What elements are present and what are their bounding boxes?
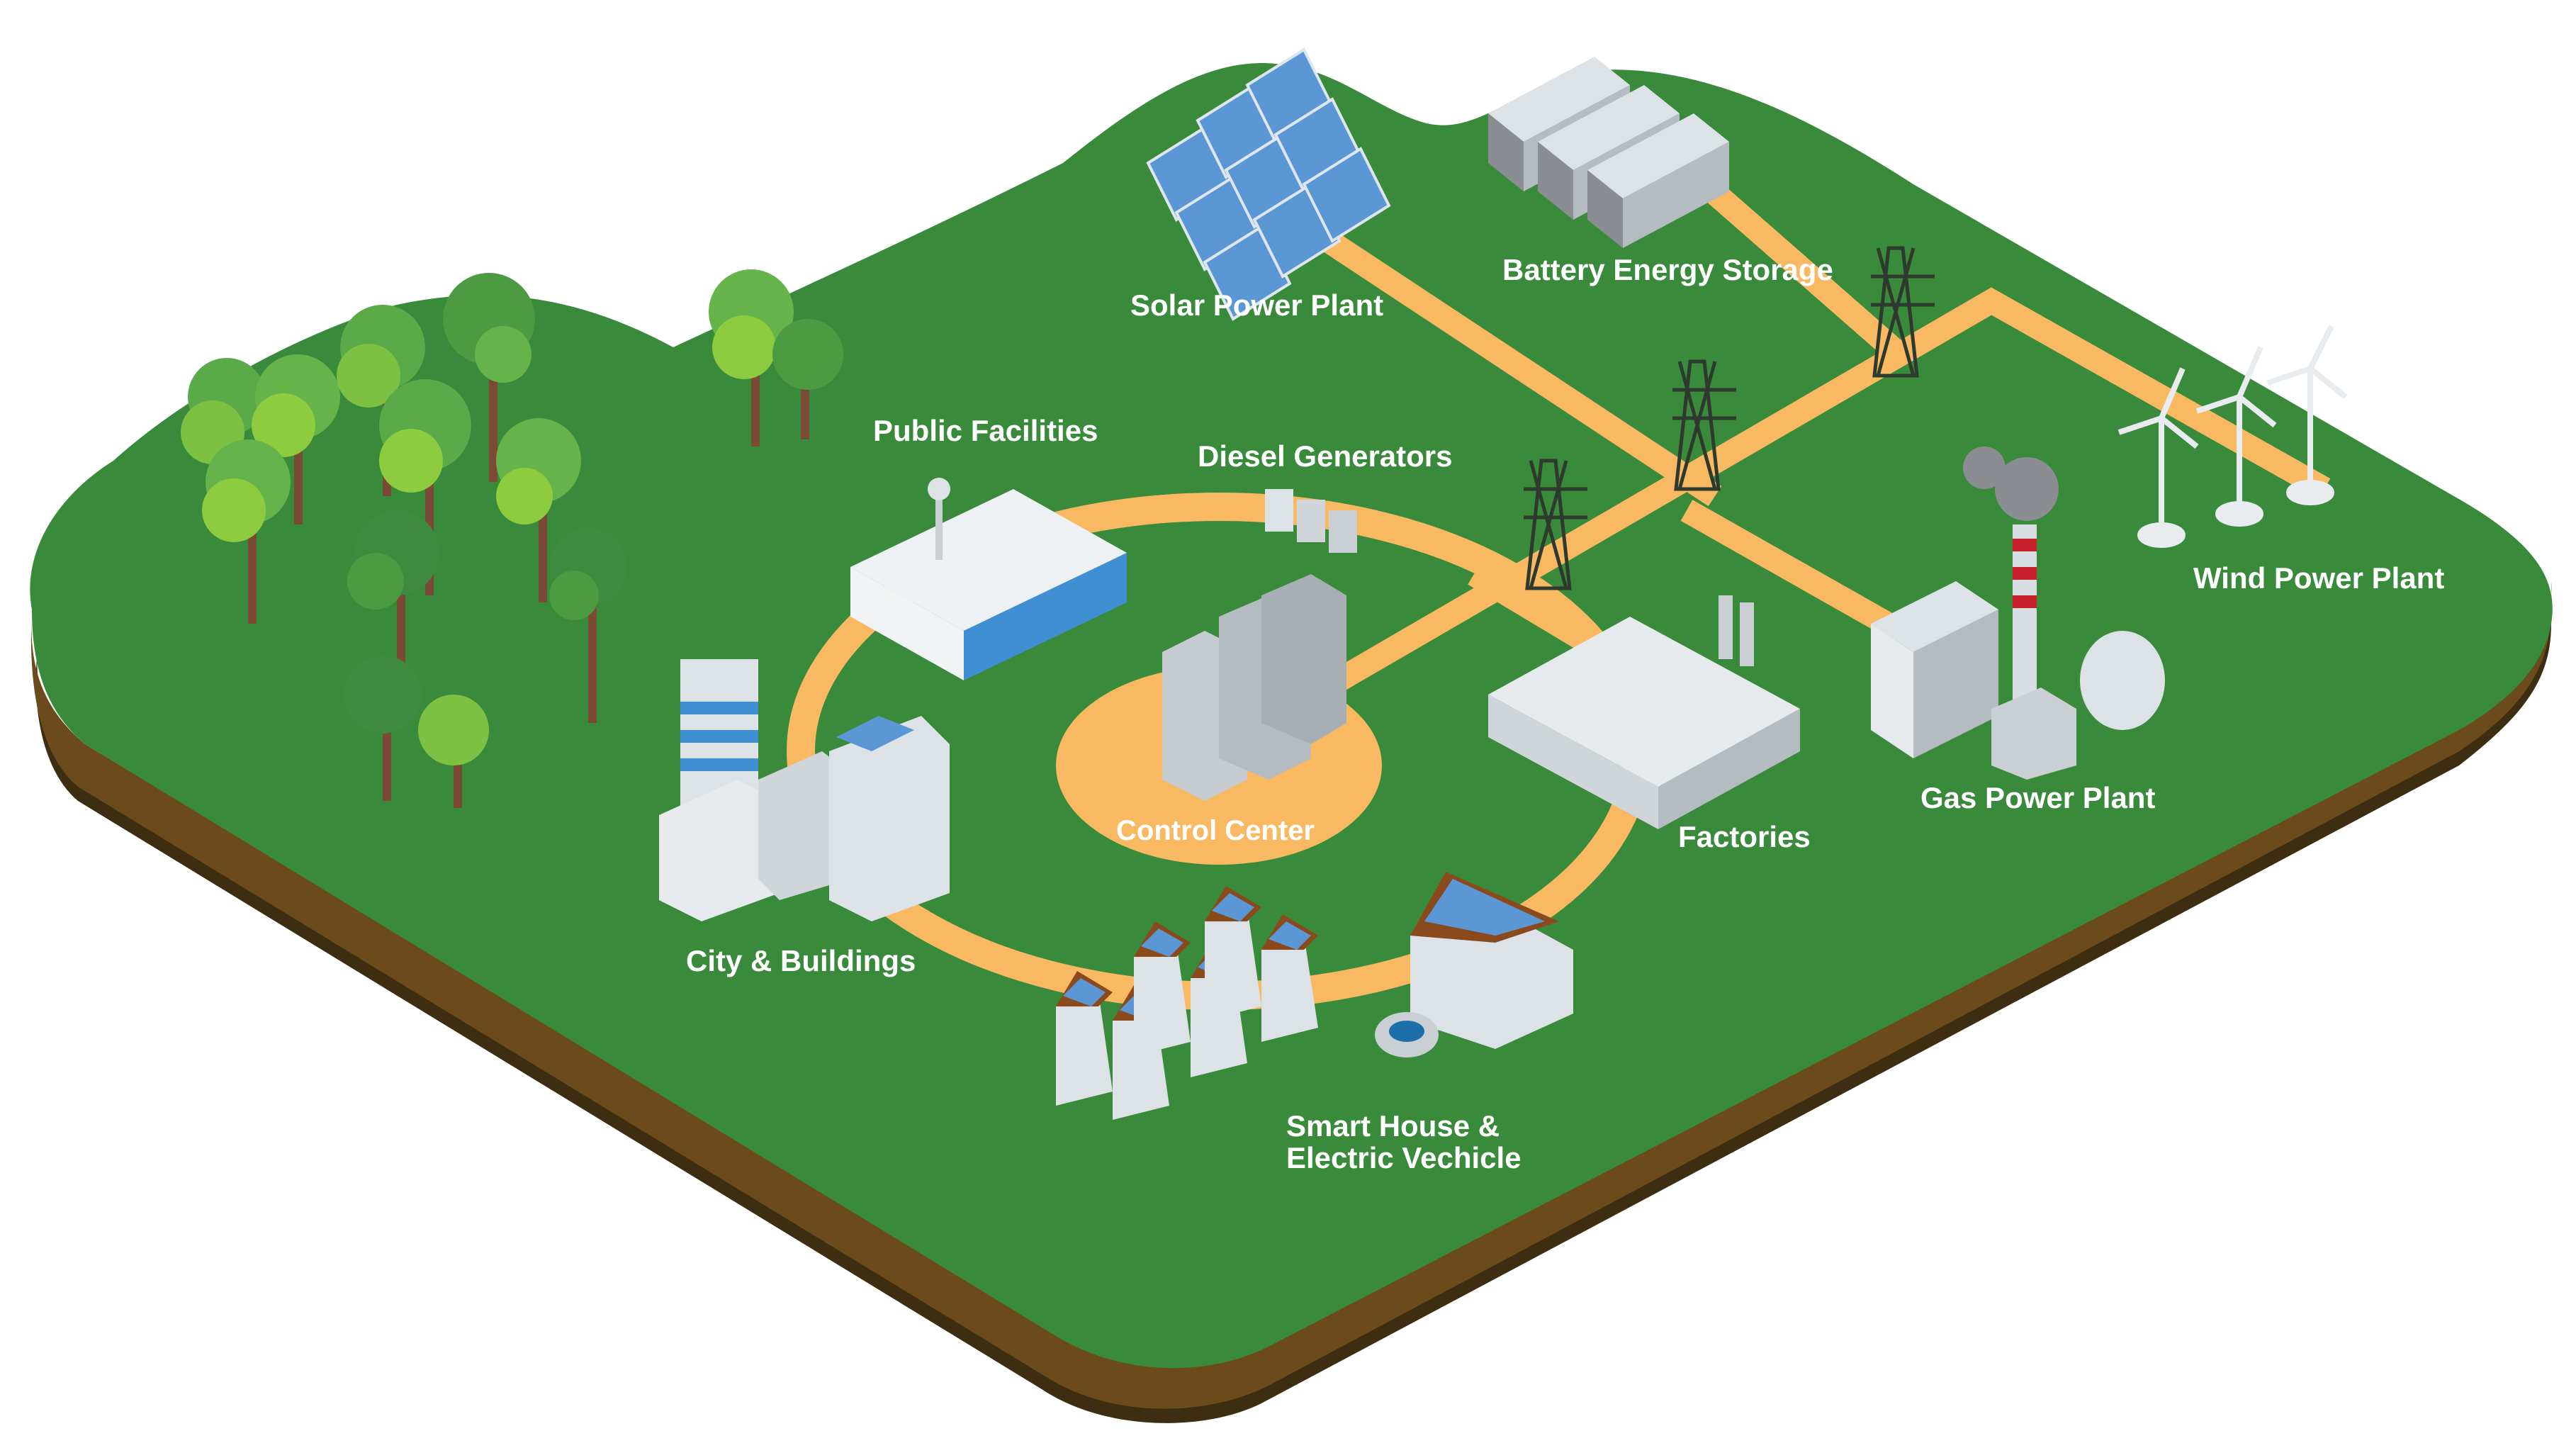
- tree: [202, 439, 291, 624]
- tower-icon: [1672, 359, 1736, 491]
- factory-building: [1488, 595, 1800, 829]
- tree: [443, 273, 535, 482]
- tree: [496, 418, 581, 602]
- house-icon: [1056, 971, 1113, 1106]
- label-smart-house-line1: Smart House &: [1286, 1109, 1500, 1143]
- tree: [181, 358, 266, 517]
- label-diesel-generators: Diesel Generators: [1198, 439, 1453, 473]
- wind-turbine-icon: [2266, 325, 2348, 505]
- house-icon: [1134, 921, 1191, 1056]
- tree: [709, 269, 794, 447]
- line-gas-branch: [1680, 500, 1906, 641]
- tree: [772, 319, 843, 439]
- label-smart-house-line2: Electric Vechicle: [1286, 1141, 1522, 1174]
- smart-houses: [1056, 872, 1573, 1120]
- line-solar-to-grid: [1311, 223, 1722, 507]
- label-city-buildings: City & Buildings: [686, 944, 916, 977]
- city-buildings: [659, 659, 950, 921]
- house-icon: [1261, 914, 1318, 1042]
- wind-turbine-icon: [2117, 367, 2199, 548]
- label-solar-power-plant: Solar Power Plant: [1130, 288, 1383, 322]
- wind-turbine-icon: [2195, 346, 2277, 527]
- label-factories: Factories: [1678, 820, 1811, 853]
- label-control-center: Control Center: [1116, 815, 1315, 846]
- tree: [337, 305, 425, 496]
- line-battery-to-wind: [1692, 172, 1908, 364]
- tree: [252, 354, 340, 524]
- transmission-towers: [1524, 246, 1935, 590]
- tree: [418, 695, 489, 808]
- tree: [344, 656, 422, 801]
- label-wind-power-plant: Wind Power Plant: [2193, 561, 2444, 595]
- tree: [549, 528, 627, 723]
- control-center-building: [1162, 574, 1346, 801]
- tower-icon: [1524, 459, 1587, 590]
- label-gas-power-plant: Gas Power Plant: [1920, 781, 2155, 814]
- tree: [379, 379, 471, 595]
- house-icon: [1205, 886, 1261, 1021]
- public-facilities-building: [850, 478, 1127, 680]
- wind-turbines: [2117, 325, 2348, 548]
- gas-power-plant: [1871, 447, 2165, 780]
- tower-icon: [1871, 246, 1935, 378]
- diesel-generators: [1265, 489, 1357, 553]
- battery-storage-units: [1488, 57, 1729, 248]
- label-battery-energy-storage: Battery Energy Storage: [1502, 253, 1833, 286]
- smart-house-icon: [1410, 872, 1573, 1049]
- solar-panel-array: [1146, 47, 1391, 321]
- forest: [181, 269, 843, 808]
- label-public-facilities: Public Facilities: [873, 414, 1098, 447]
- electric-car-icon: [1375, 1012, 1439, 1057]
